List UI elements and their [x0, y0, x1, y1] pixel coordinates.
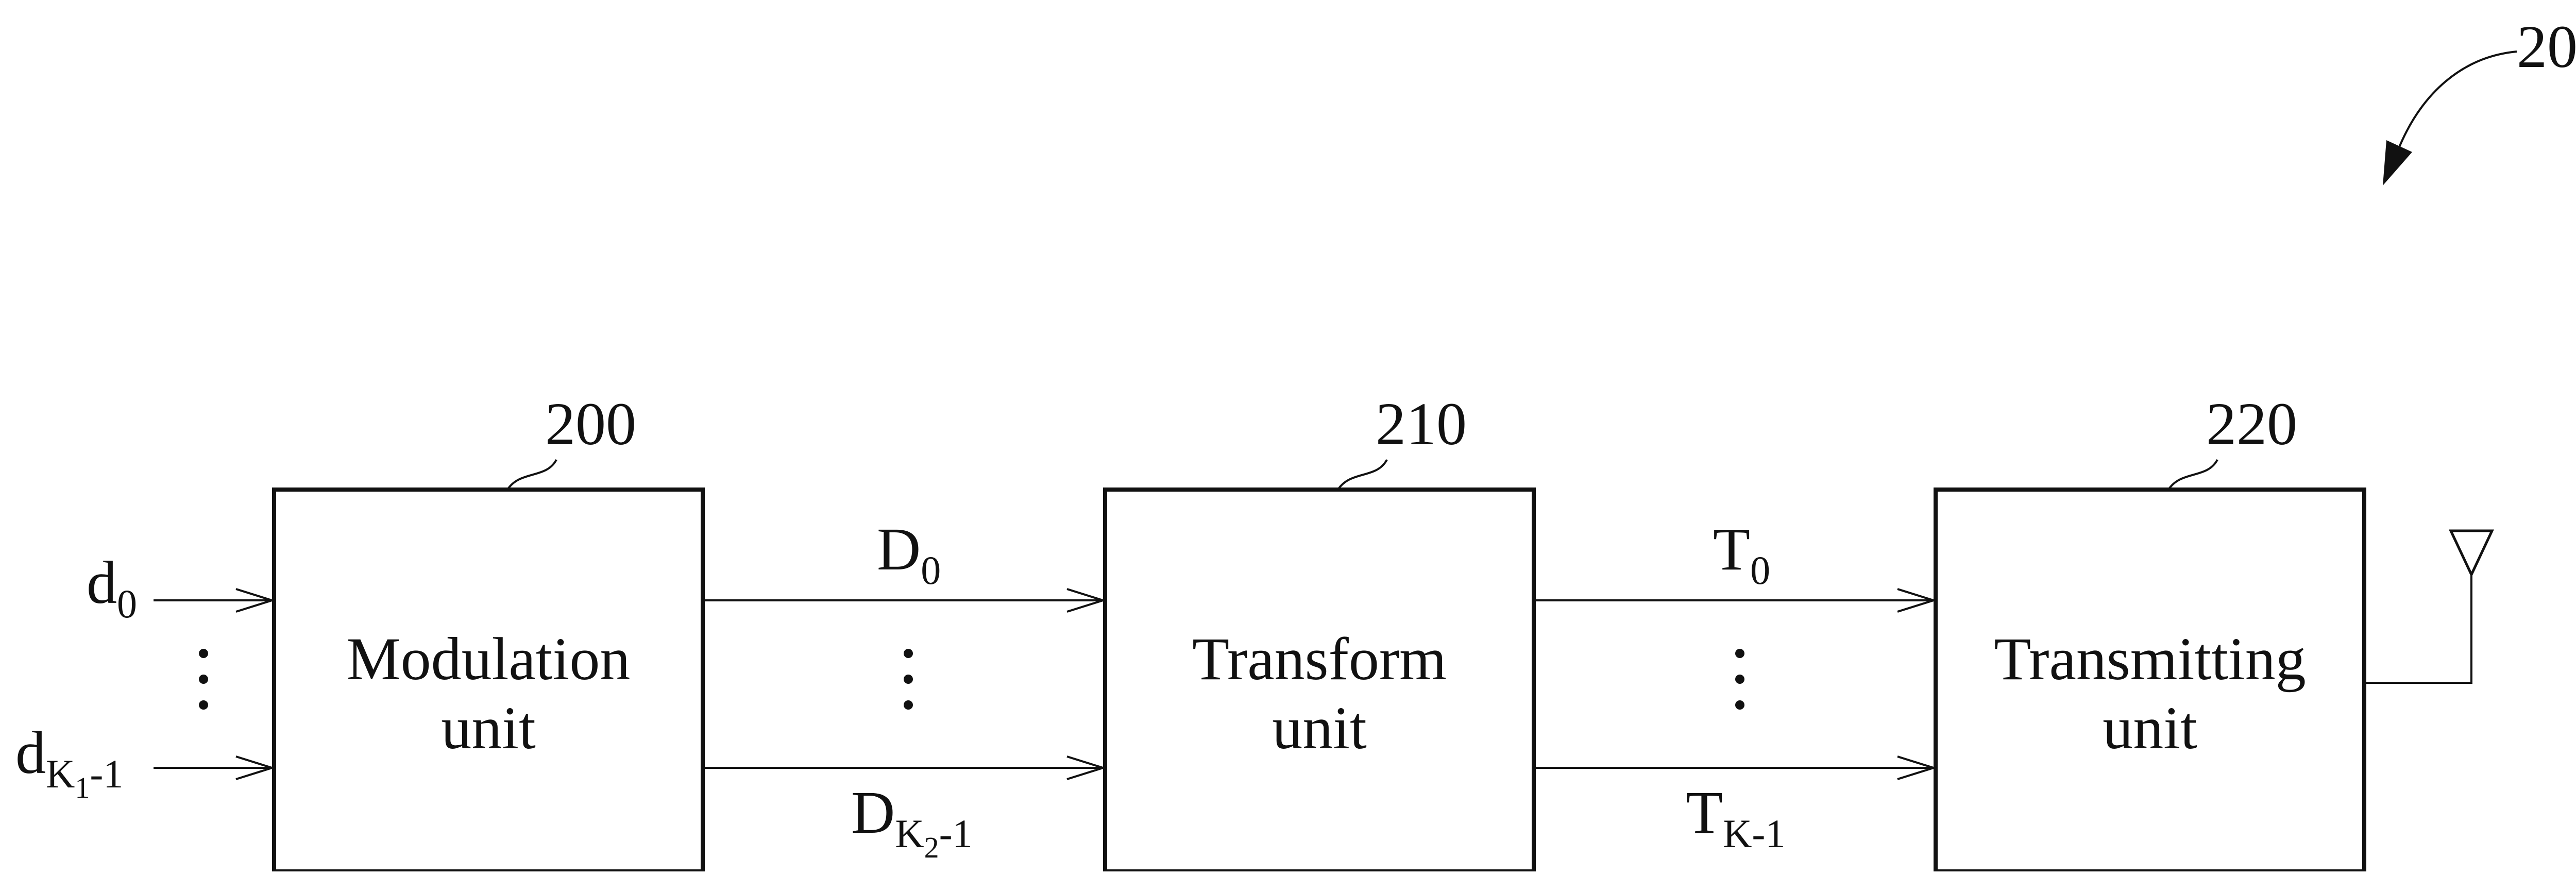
modulation-outputs: D0 DK2-1: [705, 515, 1107, 864]
modulation-unit-box: [272, 488, 705, 873]
mod-output-first-label: D0: [877, 515, 941, 593]
mod-output-last-arrowhead: [1066, 755, 1107, 780]
input-first-arrowhead: [235, 588, 276, 613]
transform-ellipsis-dot-3: [1735, 700, 1744, 710]
modulation-unit-ref: 200: [545, 390, 636, 458]
input-signals: d0 dK1-1: [15, 549, 276, 804]
transform-output-first-label: T0: [1713, 515, 1770, 593]
transform-ellipsis-dot-2: [1735, 675, 1744, 684]
mod-ellipsis-dot-2: [904, 675, 913, 684]
transform-outputs: T0 TK-1: [1536, 515, 1937, 856]
transform-unit-block: Transform unit 210: [1103, 390, 1536, 873]
transform-ellipsis-dot-1: [1735, 649, 1744, 658]
input-ellipsis-dot-2: [199, 675, 208, 684]
modulation-unit-label-line1: Modulation: [347, 625, 631, 693]
figure-reference: 20: [2383, 13, 2576, 186]
transmitting-unit-label-line1: Transmitting: [1994, 625, 2306, 693]
mod-output-last-label: DK2-1: [851, 779, 973, 864]
transform-unit-label-line1: Transform: [1192, 625, 1447, 693]
figure-ref-leader: [2397, 51, 2517, 150]
transmitting-unit-block: Transmitting unit 220: [1934, 390, 2366, 873]
transmitting-unit-ref-leader: [2167, 459, 2218, 491]
input-last-label: dK1-1: [15, 719, 123, 804]
modulation-unit-label-line2: unit: [441, 694, 536, 762]
figure-ref-label: 20: [2517, 13, 2576, 80]
modulation-unit-block: Modulation unit 200: [272, 390, 705, 873]
transform-output-first-arrowhead: [1897, 588, 1937, 613]
transmitting-unit-box: [1934, 488, 2366, 873]
antenna-icon: [2366, 529, 2494, 684]
antenna-feed-line: [2366, 575, 2472, 684]
antenna-triangle: [2449, 529, 2494, 578]
input-ellipsis-dot-3: [199, 700, 208, 710]
input-ellipsis-dot-1: [199, 649, 208, 658]
mod-ellipsis-dot-1: [904, 649, 913, 658]
input-first-label: d0: [87, 549, 137, 626]
mod-ellipsis-dot-3: [904, 700, 913, 710]
mod-output-first-arrowhead: [1066, 588, 1107, 613]
transform-output-last-label: TK-1: [1686, 779, 1785, 856]
modulation-unit-ref-leader: [506, 459, 557, 491]
transmitting-unit-label-line2: unit: [2103, 694, 2197, 762]
transmitting-unit-ref: 220: [2206, 390, 2297, 458]
transform-output-last-arrowhead: [1897, 755, 1937, 780]
transform-unit-label-line2: unit: [1272, 694, 1367, 762]
transform-unit-ref: 210: [1376, 390, 1467, 458]
transform-unit-box: [1103, 488, 1536, 873]
input-last-arrowhead: [235, 755, 276, 780]
figure-ref-arrowhead: [2383, 140, 2412, 186]
transform-unit-ref-leader: [1337, 459, 1388, 491]
